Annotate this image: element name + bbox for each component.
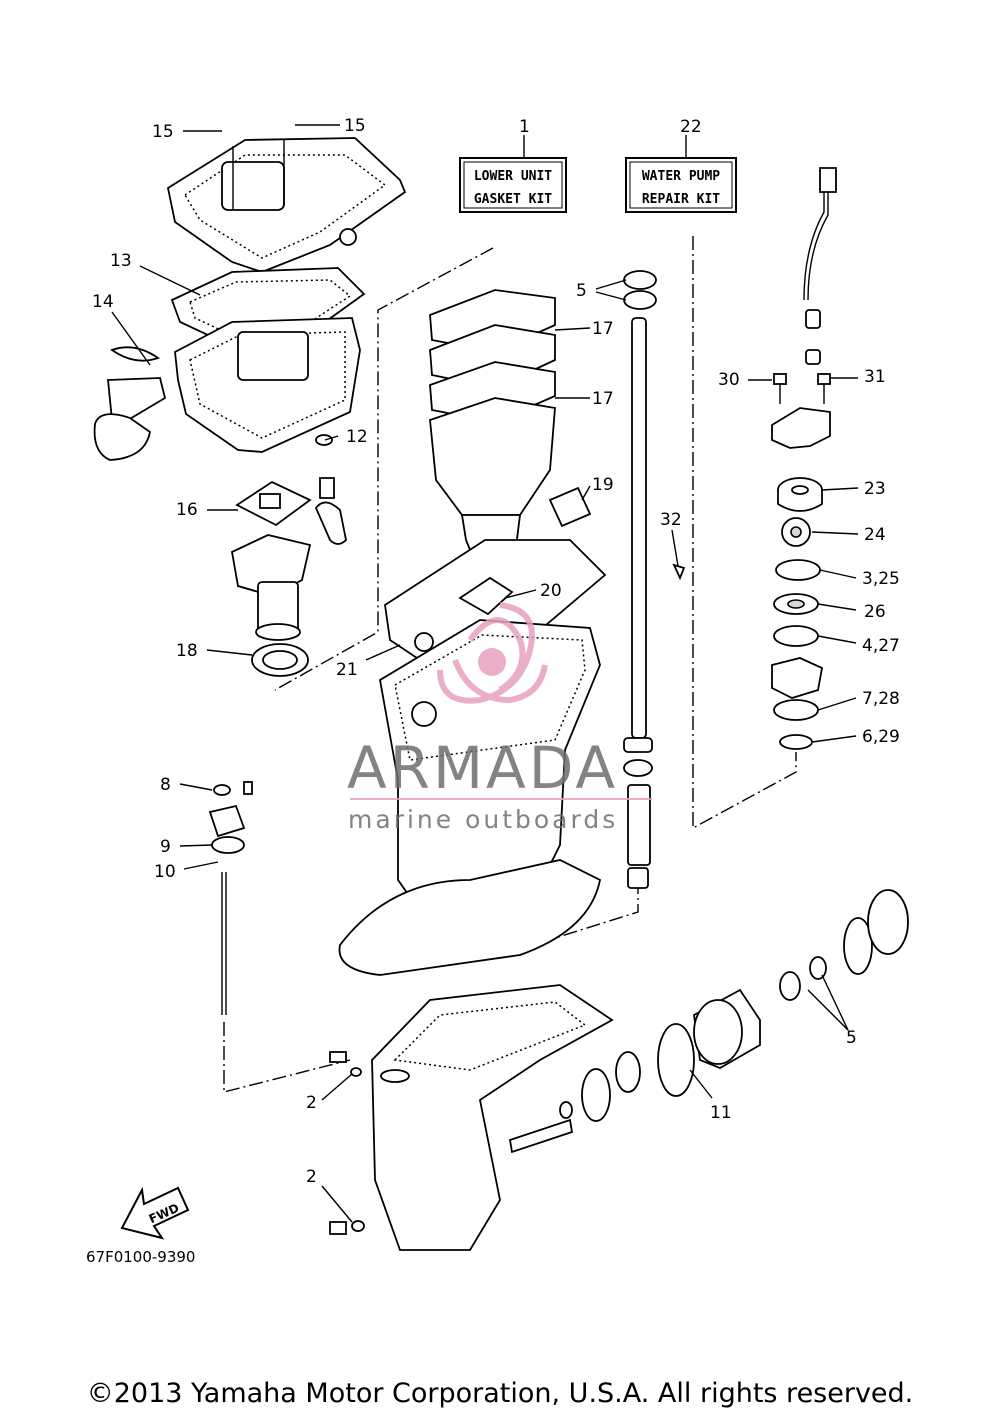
gasket-16 bbox=[235, 480, 312, 527]
callout-6-29: 6,29 bbox=[862, 727, 900, 747]
callout-18: 18 bbox=[176, 641, 198, 661]
water-pump-kit-line1: WATER PUMP bbox=[642, 169, 720, 184]
lower-unit-kit-line2: GASKET KIT bbox=[474, 192, 552, 207]
water-pump-repair-kit-box: WATER PUMP REPAIR KIT bbox=[625, 157, 737, 213]
callout-30: 30 bbox=[718, 370, 740, 390]
lower-unit-kit-line1: LOWER UNIT bbox=[474, 169, 552, 184]
exhaust-guide-body bbox=[174, 317, 361, 453]
insert-cartridge-23 bbox=[777, 477, 823, 512]
shift-rod-assembly bbox=[208, 781, 253, 1015]
callout-24: 24 bbox=[864, 525, 886, 545]
callout-11: 11 bbox=[710, 1103, 732, 1123]
water-pump-tube bbox=[803, 167, 837, 365]
upper-casing-plate bbox=[166, 137, 407, 273]
callout-numbers: 15 15 13 14 12 16 18 1 22 5 17 17 19 20 … bbox=[92, 116, 900, 1187]
callout-5a: 5 bbox=[576, 281, 587, 301]
callout-9: 9 bbox=[160, 837, 171, 857]
pump-base bbox=[771, 657, 824, 699]
propeller-shaft-parts bbox=[508, 889, 909, 1154]
watermark-brand: ARMADA bbox=[347, 734, 618, 802]
callout-7-28: 7,28 bbox=[862, 689, 900, 709]
gasket-7-28 bbox=[773, 699, 819, 721]
callout-8: 8 bbox=[160, 775, 171, 795]
callout-15a: 15 bbox=[152, 122, 174, 142]
oil-strainer-14 bbox=[93, 346, 167, 461]
callout-5b: 5 bbox=[846, 1028, 857, 1048]
o-ring-6-29 bbox=[779, 734, 813, 750]
gasket-17-stack bbox=[429, 289, 556, 564]
callout-17b: 17 bbox=[592, 389, 614, 409]
callout-12: 12 bbox=[346, 427, 368, 447]
callout-19: 19 bbox=[592, 475, 614, 495]
water-pump-kit-line2: REPAIR KIT bbox=[642, 192, 720, 207]
callout-15b: 15 bbox=[344, 116, 366, 136]
callout-3-25: 3,25 bbox=[862, 569, 900, 589]
drive-shaft bbox=[623, 270, 686, 889]
o-ring-12 bbox=[315, 434, 333, 446]
oil-seal-18 bbox=[251, 643, 309, 677]
callout-22: 22 bbox=[680, 117, 702, 137]
bolts-30-31 bbox=[773, 373, 831, 404]
seal-20 bbox=[458, 576, 514, 616]
water-pump-housing bbox=[771, 407, 831, 449]
upper-casing-housing bbox=[338, 619, 602, 976]
callout-26: 26 bbox=[864, 602, 886, 622]
callout-13: 13 bbox=[110, 251, 132, 271]
copyright-notice: ©2013 Yamaha Motor Corporation, U.S.A. A… bbox=[86, 1378, 914, 1409]
gasket-3-25 bbox=[775, 559, 821, 581]
watermark-tagline: marine outboards bbox=[348, 805, 618, 834]
damper-19 bbox=[548, 486, 592, 528]
armada-watermark: ARMADA marine outboards bbox=[347, 602, 652, 834]
callout-2b: 2 bbox=[306, 1167, 317, 1187]
callout-16: 16 bbox=[176, 500, 198, 520]
exhaust-manifold bbox=[230, 477, 347, 641]
lower-unit-gasket-kit-box: LOWER UNIT GASKET KIT bbox=[459, 157, 567, 213]
callout-17a: 17 bbox=[592, 319, 614, 339]
lower-gear-case bbox=[371, 984, 614, 1251]
callout-14: 14 bbox=[92, 292, 114, 312]
callout-23: 23 bbox=[864, 479, 886, 499]
diagram-code: 67F0100-9390 bbox=[86, 1248, 195, 1266]
callout-1: 1 bbox=[519, 117, 530, 137]
armada-logo-icon bbox=[437, 602, 548, 704]
leader-lines bbox=[111, 124, 859, 1223]
impeller-24 bbox=[781, 517, 811, 547]
drain-screws bbox=[329, 1051, 365, 1235]
callout-4-27: 4,27 bbox=[862, 636, 900, 656]
fwd-arrow: FWD bbox=[120, 1186, 190, 1240]
gasket-4-27 bbox=[773, 625, 819, 647]
callout-10: 10 bbox=[154, 862, 176, 882]
outer-plate-26 bbox=[773, 593, 819, 615]
callout-31: 31 bbox=[864, 367, 886, 387]
callout-21: 21 bbox=[336, 660, 358, 680]
callout-20: 20 bbox=[540, 581, 562, 601]
callout-32: 32 bbox=[660, 510, 682, 530]
callout-2a: 2 bbox=[306, 1093, 317, 1113]
